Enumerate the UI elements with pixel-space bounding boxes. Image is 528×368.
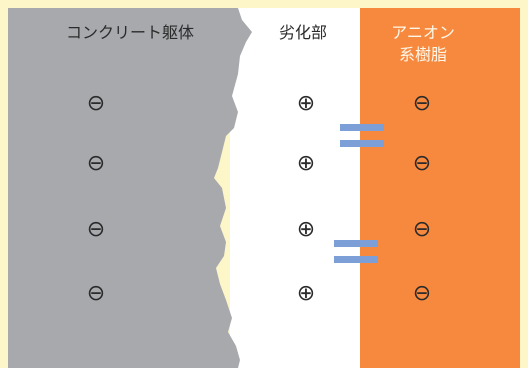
plus-charge-icon: ⊕ <box>296 151 316 176</box>
plus-charge-icon: ⊕ <box>296 281 316 306</box>
minus-charge-icon: ⊖ <box>86 151 106 176</box>
resin-region <box>360 8 520 368</box>
resin-label-line1: アニオン <box>391 23 455 42</box>
degraded-region <box>230 8 360 368</box>
plus-charge-icon: ⊕ <box>296 217 316 242</box>
concrete-label: コンクリート躯体 <box>65 23 194 42</box>
concrete-region <box>8 8 252 368</box>
minus-charge-icon: ⊖ <box>412 281 432 306</box>
minus-charge-icon: ⊖ <box>86 217 106 242</box>
degraded-label: 劣化部 <box>278 23 327 42</box>
minus-charge-icon: ⊖ <box>86 91 106 116</box>
minus-charge-icon: ⊖ <box>412 217 432 242</box>
equals-sign-icon <box>334 240 378 263</box>
minus-charge-icon: ⊖ <box>86 281 106 306</box>
equals-sign-icon <box>340 124 384 147</box>
plus-charge-icon: ⊕ <box>296 91 316 116</box>
minus-charge-icon: ⊖ <box>412 151 432 176</box>
minus-charge-icon: ⊖ <box>412 91 432 116</box>
resin-label-line2: 系樹脂 <box>398 45 447 64</box>
